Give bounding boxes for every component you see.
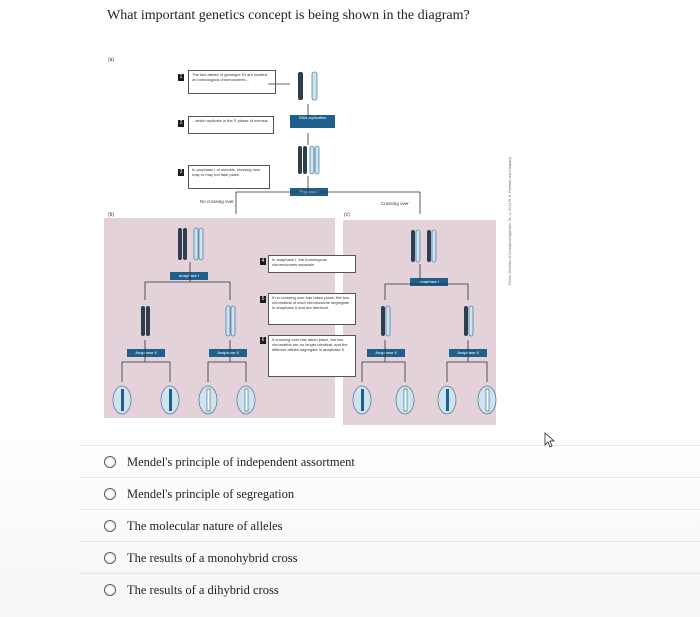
step-3-note: In prophase I of meiosis, crossing over … xyxy=(188,165,270,189)
step-4-number: 4 xyxy=(260,258,266,265)
anaphase-i-tag-left: Anaphase I xyxy=(170,272,208,280)
panel-b-label: (b) xyxy=(108,212,115,218)
panel-a-label: (a) xyxy=(108,57,115,63)
anaphase-ii-tag-2: Anaphase II xyxy=(209,349,247,357)
dna-replication-tag: DNA replication xyxy=(290,115,335,128)
mouse-pointer-icon xyxy=(544,432,556,448)
option-dihybrid-cross[interactable]: The results of a dihybrid cross xyxy=(80,573,700,606)
step-5-number: 5 xyxy=(260,296,266,303)
option-molecular-nature[interactable]: The molecular nature of alleles xyxy=(80,509,700,542)
connector-lines xyxy=(121,83,488,382)
chromosome-no-crossover-prophase xyxy=(178,227,204,261)
option-label: Mendel's principle of segregation xyxy=(127,486,295,501)
option-segregation[interactable]: Mendel's principle of segregation xyxy=(80,477,700,510)
chromosome-replicated xyxy=(298,145,320,175)
anaphase-i-tag-right: Anaphase I xyxy=(410,278,448,286)
step-3-number: 3 xyxy=(178,169,184,176)
radio-icon[interactable] xyxy=(104,488,116,500)
step-1-note: The two alleles of genotype Rr are locat… xyxy=(188,70,276,94)
panel-c-label: (c) xyxy=(344,212,350,218)
chromosome-crossover-prophase xyxy=(411,229,437,263)
radio-icon[interactable] xyxy=(104,584,116,596)
option-independent-assortment[interactable]: Mendel's principle of independent assort… xyxy=(80,445,700,478)
option-label: The molecular nature of alleles xyxy=(127,518,283,533)
option-label: The results of a monohybrid cross xyxy=(127,550,298,565)
anaphase-ii-tag-3: Anaphase II xyxy=(367,349,405,357)
question-text: What important genetics concept is being… xyxy=(107,8,470,23)
step-5-note: If no crossing over has taken place, the… xyxy=(268,293,356,325)
anaphase-ii-tag-1: Anaphase II xyxy=(127,349,165,357)
step-2-number: 2 xyxy=(178,120,184,127)
no-crossing-over-label: No crossing over xyxy=(200,199,234,204)
step-4-note: In anaphase I, the homologous chromosome… xyxy=(268,255,356,273)
option-label: The results of a dihybrid cross xyxy=(127,582,279,597)
radio-icon[interactable] xyxy=(104,456,116,468)
gamete-cells xyxy=(112,385,497,415)
figure-credit: Pierce, Genetics: A Conceptual Approach,… xyxy=(508,157,512,285)
radio-icon[interactable] xyxy=(104,520,116,532)
anaphase-i-products xyxy=(141,305,474,337)
step-2-note: ...which replicate in the S phase of mei… xyxy=(188,116,274,134)
option-label: Mendel's principle of independent assort… xyxy=(127,454,355,469)
radio-icon[interactable] xyxy=(104,552,116,564)
crossing-over-label: Crossing over xyxy=(381,201,409,206)
chromosome-pair-top xyxy=(298,71,318,101)
step-6-note: If crossing over has taken place, the tw… xyxy=(268,335,356,377)
step-6-number: 6 xyxy=(260,337,266,344)
option-monohybrid-cross[interactable]: The results of a monohybrid cross xyxy=(80,541,700,574)
step-1-number: 1 xyxy=(178,74,184,81)
